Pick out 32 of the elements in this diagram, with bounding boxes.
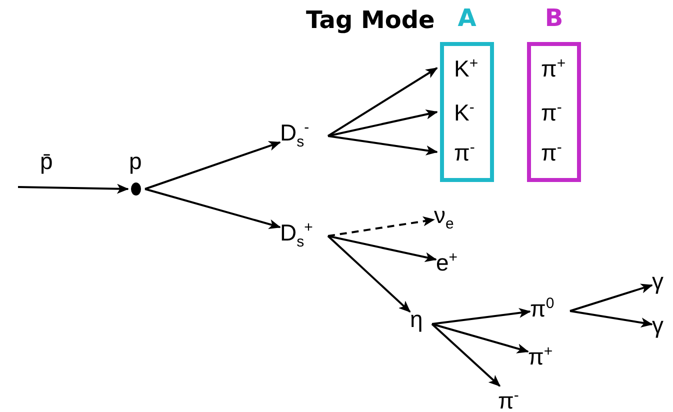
arrow [570,310,653,328]
particle-label: e$^{+}$ [436,250,458,275]
arrow [327,67,438,137]
particle-label: π$^{-}$ [454,140,475,165]
arrow [570,284,653,312]
particle-label: π$^{+}$ [541,56,566,81]
arrow [432,323,529,354]
particle-label: η [410,308,423,331]
arrow [327,235,411,313]
heading: Tag Mode [306,8,435,32]
column-heading: B [544,6,564,30]
particle-label: π$^{-}$ [541,140,562,165]
arrow [432,308,531,325]
particle-label: K$^{-}$ [454,100,474,125]
arrow [328,235,437,262]
arrow [144,188,281,230]
arrow [328,109,438,137]
particle-label: ν$_{e}$ [434,204,454,232]
arrow [18,184,129,194]
arrow [144,141,281,190]
column-heading: A [456,6,478,30]
arrow [431,323,501,387]
particle-label: π$^{+}$ [528,344,553,369]
particle-label: π$^{0}$ [530,296,554,321]
particle-label: γ [652,270,664,293]
particle-label: γ [652,314,664,337]
particle-label: π$^{-}$ [541,100,562,125]
particle-label: K$^{+}$ [454,56,478,81]
particle-label: p [129,150,142,173]
particle-label: π$^{-}$ [498,388,519,412]
arrow [328,135,438,156]
dashed-arrow [328,216,435,237]
